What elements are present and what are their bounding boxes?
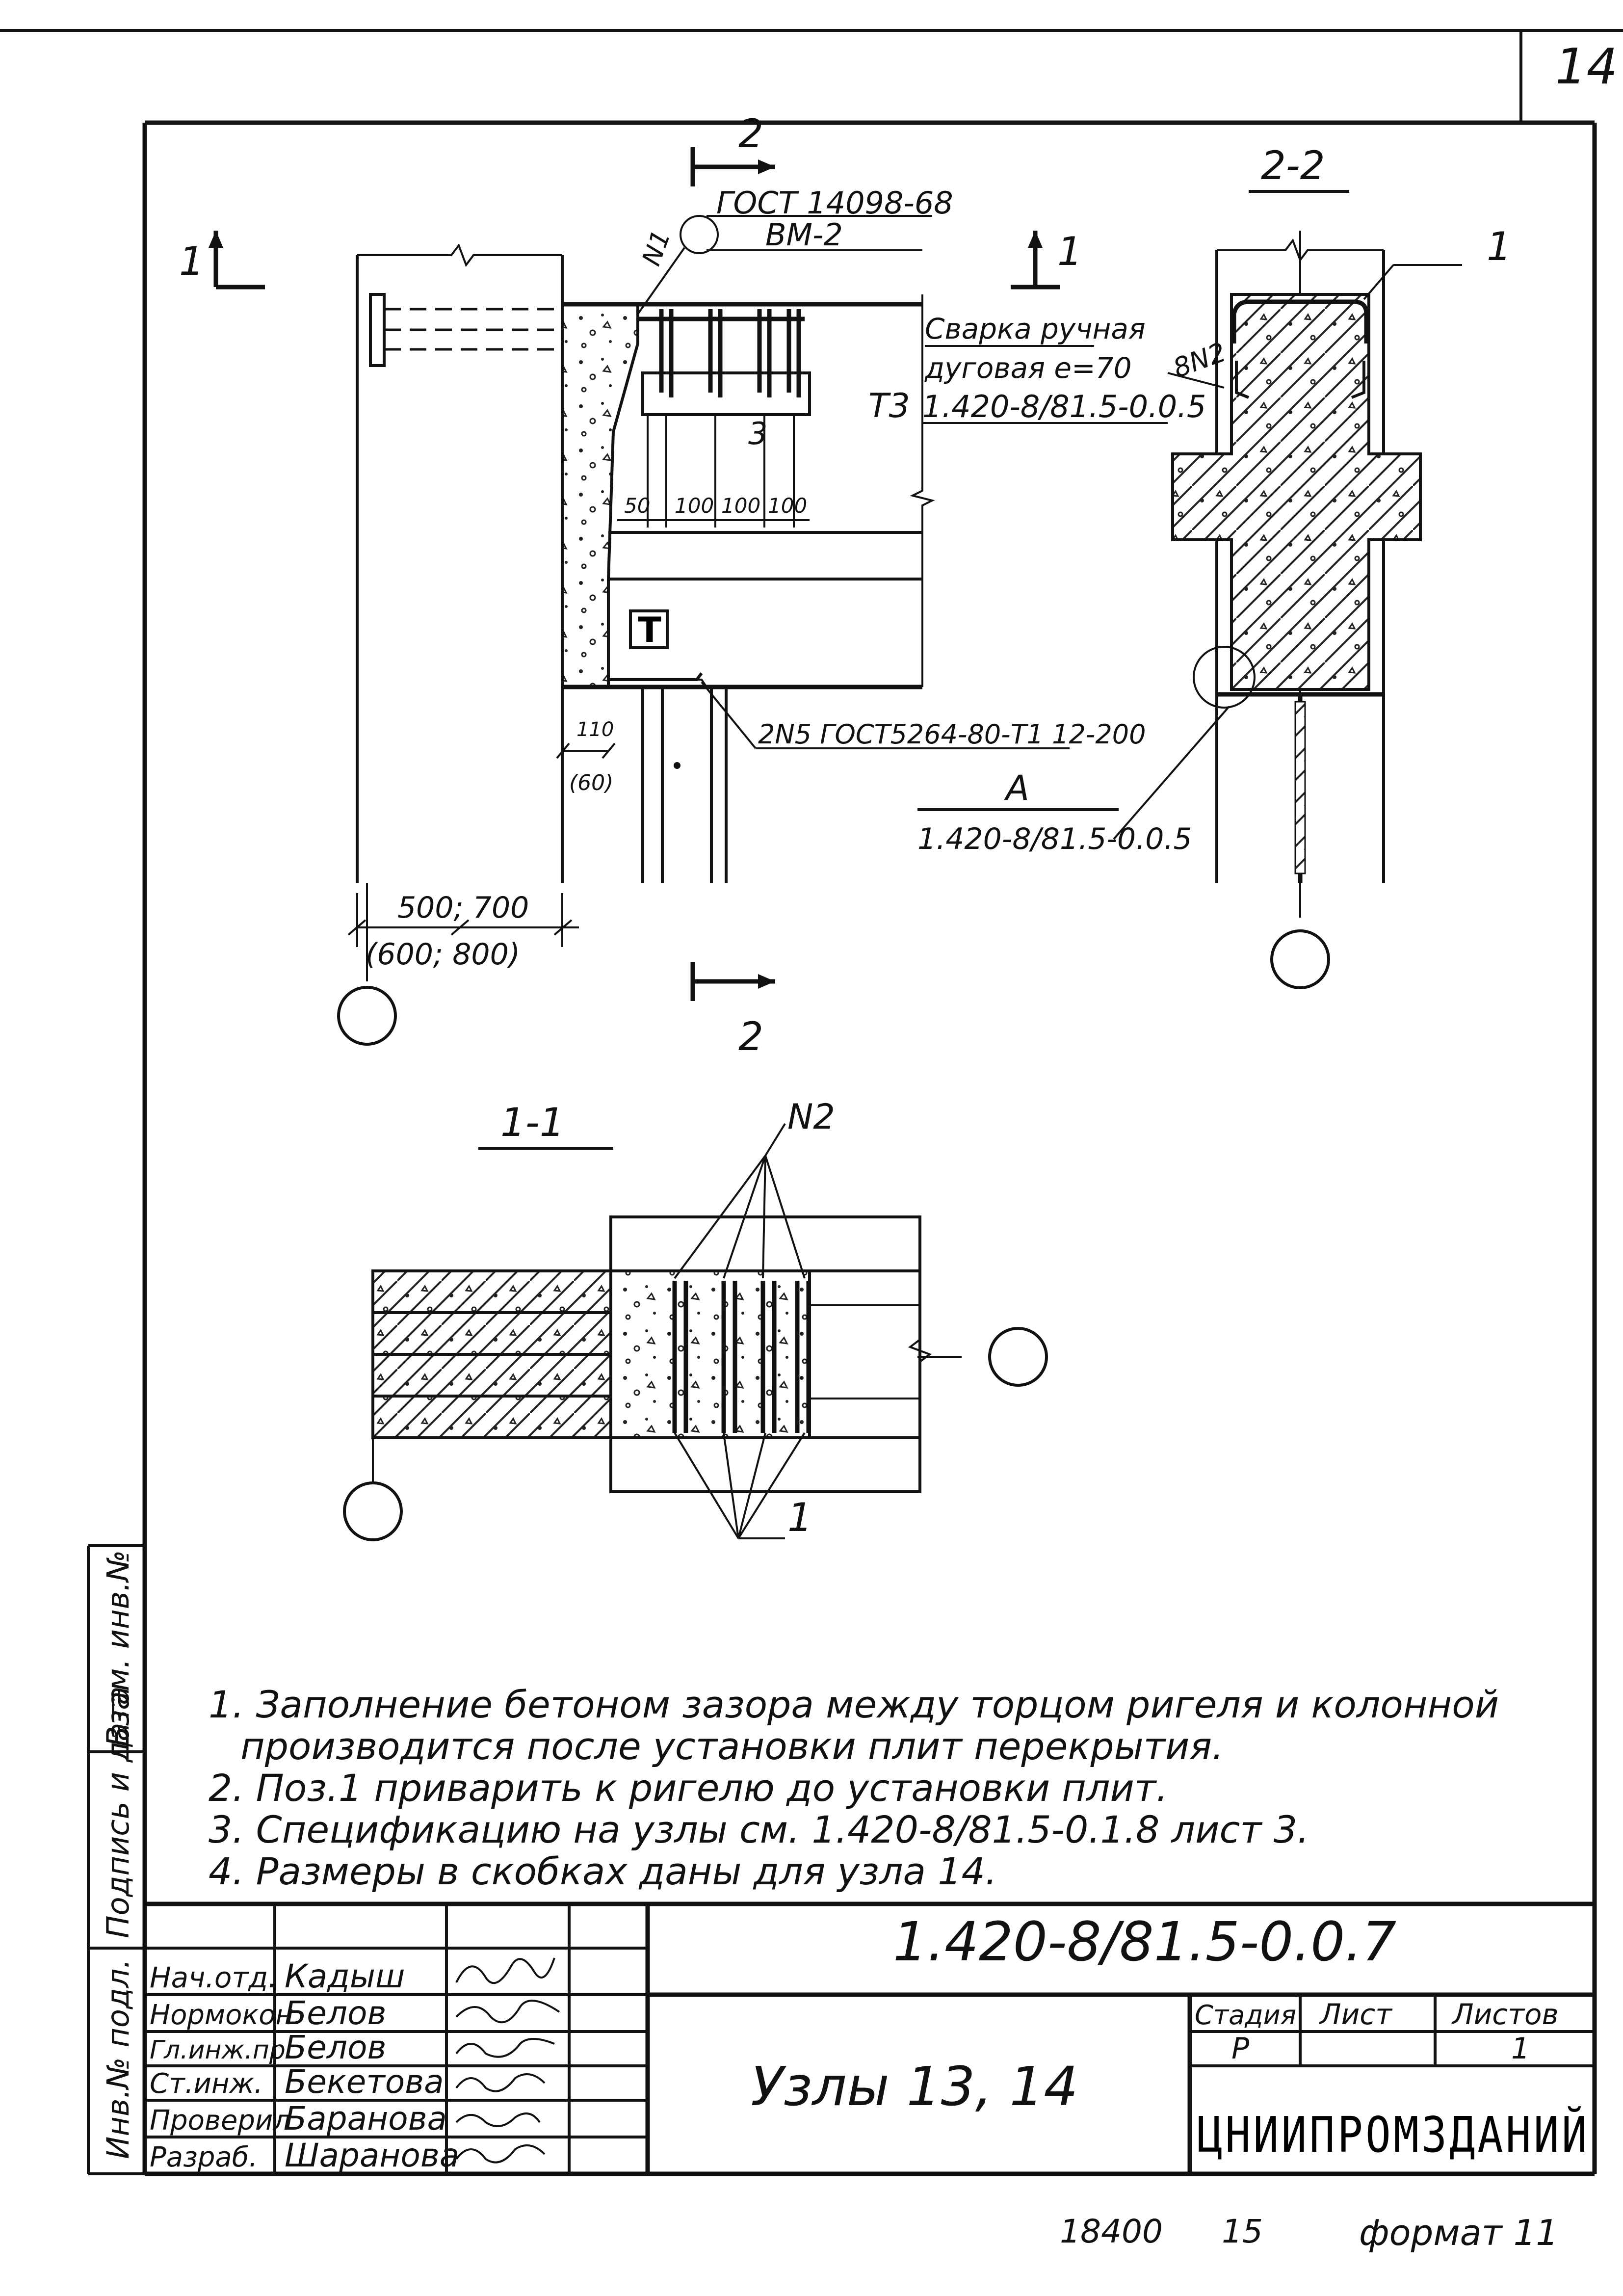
label-weld-manual-1: Сварка ручная (925, 312, 1146, 345)
notes: 1. Заполнение бетоном зазора между торцо… (209, 1683, 1499, 1893)
stage-header: Стадия (1195, 2000, 1296, 2031)
section-2-2-view (1113, 231, 1422, 918)
dim-50: 50 (624, 494, 650, 518)
label-node-a-ref: 1.420-8/81.5-0.0.5 (917, 822, 1192, 856)
role-5: Разраб. (150, 2141, 258, 2173)
label-8n2: 8N2 (1169, 337, 1230, 384)
label-gost-14098: ГОСТ 14098-68 (716, 185, 953, 221)
section-mark-2-top (690, 147, 775, 186)
drawing-title: Узлы 13, 14 (751, 2055, 1078, 2118)
dim-100-b: 100 (721, 494, 760, 518)
label-n2: N2 (787, 1097, 835, 1137)
sheet-header: Лист (1319, 1998, 1393, 2031)
label-1-section-1-1: 1 (787, 1495, 812, 1540)
note-3: 3. Спецификацию на узлы см. 1.420-8/81.5… (209, 1808, 1309, 1851)
section-label-1-left: 1 (179, 238, 204, 284)
elevation-view (347, 243, 935, 981)
section-mark-2-bottom (690, 962, 775, 1001)
label-weld-n1: N1 (637, 226, 677, 269)
axis-bubble-section-1-1-left (343, 1481, 403, 1541)
signatures (455, 1957, 560, 2164)
role-0: Нач.отд. (150, 1961, 277, 1994)
axis-bubble-section-1-1-right (988, 1327, 1048, 1387)
stage-value: Р (1231, 2032, 1250, 2066)
margin-podpis-data: Подпись и дата (100, 1686, 136, 1938)
mark-t: Т (638, 610, 661, 650)
name-3: Бекетова (285, 2063, 444, 2101)
name-0: Кадыш (285, 1957, 405, 1995)
label-weld-manual-2: дуговая е=70 (924, 351, 1132, 385)
dim-500-700: 500; 700 (397, 891, 529, 925)
footer-number: 18400 (1060, 2213, 1163, 2250)
mark-3: 3 (748, 416, 767, 451)
axis-bubble-elevation (337, 986, 397, 1046)
left-margin-strip (87, 1544, 145, 2175)
name-5: Шаранова (285, 2137, 459, 2174)
name-2: Белов (285, 2029, 386, 2066)
margin-inv-podl: Инв.№ подл. (100, 1959, 136, 2159)
label-weld-vm2: ВМ-2 (765, 217, 843, 253)
section-label-2-top: 2 (738, 111, 763, 157)
margin-vzam-inv: Взам. инв.№ (100, 1550, 136, 1747)
note-4: 4. Размеры в скобках даны для узла 14. (209, 1849, 997, 1893)
dim-100-c: 100 (768, 494, 807, 518)
axis-bubble-section-2-2 (1270, 929, 1330, 989)
document-code: 1.420-8/81.5-0.0.7 (893, 1910, 1396, 1973)
dim-100-a: 100 (675, 494, 714, 518)
footer-format: формат 11 (1359, 2212, 1558, 2253)
title-block (145, 1901, 1595, 2174)
organization: ЦНИИПРОМЗДАНИЙ (1197, 2106, 1590, 2164)
dim-110: 110 (576, 718, 614, 741)
weld-callout-top (637, 215, 932, 315)
dim-600-800: (600; 800) (366, 937, 520, 972)
section-title-1-1: 1-1 (500, 1100, 565, 1145)
sheet-frame (0, 29, 1623, 2176)
section-title-2-2: 2-2 (1261, 143, 1325, 188)
name-4: Баранова (285, 2100, 447, 2138)
role-3: Ст.инж. (150, 2068, 263, 2100)
note-2: 2. Поз.1 приварить к ригелю до установки… (209, 1766, 1168, 1810)
sheets-value: 1 (1511, 2032, 1530, 2066)
section-label-1-right: 1 (1057, 229, 1082, 274)
dim-60: (60) (569, 770, 613, 795)
note-1-cont: производится после установки плит перекр… (240, 1724, 1224, 1768)
label-ref-0-0-5-top: 1.420-8/81.5-0.0.5 (922, 389, 1206, 424)
footer-count: 15 (1222, 2213, 1263, 2250)
label-ref-t3: Т3 (868, 387, 910, 425)
section-label-2-bottom: 2 (738, 1014, 763, 1059)
stirrups-n2 (638, 309, 811, 416)
section-mark-1-left (209, 231, 265, 290)
section-mark-1-right (1011, 231, 1060, 290)
label-1-section-2-2: 1 (1487, 224, 1512, 269)
label-weld-bottom: 2N5 ГОСТ5264-80-Т1 12-200 (758, 719, 1146, 750)
note-1: 1. Заполнение бетоном зазора между торцо… (209, 1683, 1499, 1726)
role-4: Проверил (150, 2105, 290, 2137)
page-number: 14 (1555, 38, 1618, 95)
section-1-1-view (371, 1123, 962, 1539)
role-1: Нормокон. (150, 1999, 302, 2031)
label-node-a: А (1004, 768, 1029, 808)
role-2: Гл.инж.пр. (150, 2035, 293, 2065)
sheets-header: Листов (1451, 1998, 1559, 2031)
name-1: Белов (285, 1994, 386, 2032)
